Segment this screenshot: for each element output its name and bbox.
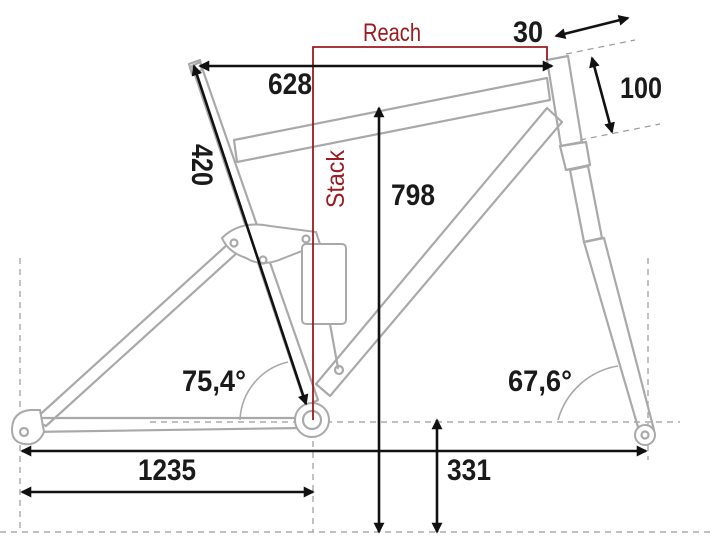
dimension-arrows xyxy=(20,14,648,534)
rear-axle xyxy=(18,426,30,438)
shock-mount xyxy=(333,364,345,376)
wheelbase-value: 1235 xyxy=(138,454,196,487)
head-tube-value: 100 xyxy=(620,72,662,105)
fork-stanchion xyxy=(568,164,604,244)
reference-lines xyxy=(0,39,712,533)
fork-lower xyxy=(582,236,656,436)
fork-crown xyxy=(558,140,592,172)
dimension-labels: Reach Stack 628 30 100 420 798 75,4° 67,… xyxy=(138,16,662,487)
front-axle xyxy=(640,430,650,440)
down-tube xyxy=(314,106,564,398)
bb-height-value: 331 xyxy=(447,454,491,487)
front-dropout xyxy=(634,424,656,446)
stack-label: Stack xyxy=(322,150,350,208)
rear-dropout xyxy=(10,409,46,446)
reach-stack-lines xyxy=(312,46,548,420)
head-tube-arrow xyxy=(589,56,615,134)
bottom-bracket xyxy=(294,402,330,438)
chainstay xyxy=(26,416,304,434)
top-tube-value: 628 xyxy=(268,68,312,101)
head-angle-arc xyxy=(557,365,619,421)
reach-line xyxy=(312,46,548,420)
head-top-extension xyxy=(565,39,636,55)
seatstay xyxy=(32,242,240,428)
seat-tube-value: 420 xyxy=(185,144,218,186)
seat-tube-arrow xyxy=(191,64,309,406)
seat-angle-arc xyxy=(239,361,289,421)
head-offset-arrow xyxy=(554,14,630,40)
seat-angle-value: 75,4° xyxy=(182,365,246,398)
reach-label: Reach xyxy=(363,19,421,47)
shock-rod xyxy=(328,322,340,370)
head-offset-value: 30 xyxy=(513,16,543,49)
head-bottom-extension xyxy=(579,123,661,141)
head-angle-value: 67,6° xyxy=(508,365,572,398)
shock-body xyxy=(301,243,347,325)
stack-value: 798 xyxy=(391,179,435,212)
bottom-bracket-inner xyxy=(301,409,323,431)
